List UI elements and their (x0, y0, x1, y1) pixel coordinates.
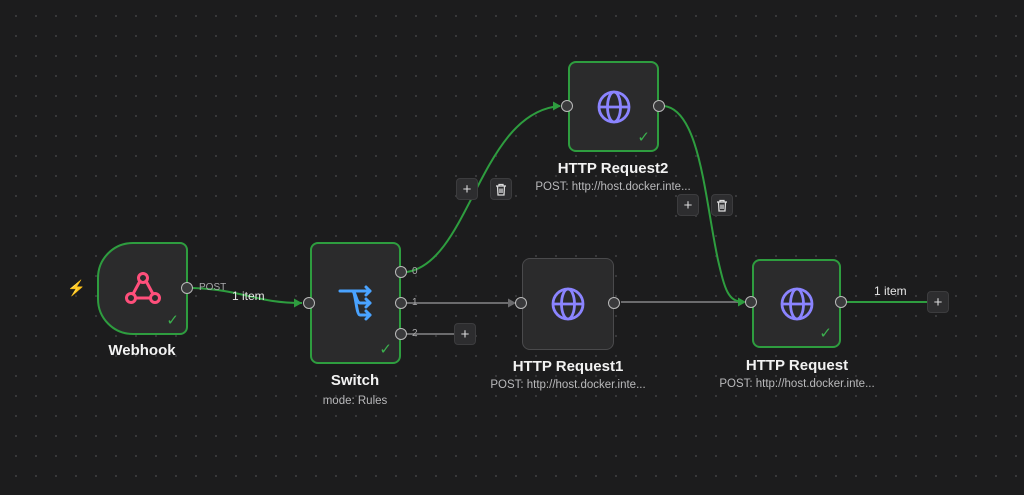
switch-output-handle-2[interactable] (395, 328, 407, 340)
webhook-output-handle[interactable] (181, 282, 193, 294)
success-check-icon: ✓ (819, 325, 832, 342)
add-node-button[interactable]: + (927, 291, 949, 313)
edge-delete-button[interactable] (490, 178, 512, 200)
trigger-bolt-icon: ⚡ (67, 280, 86, 297)
switch-port-label-2: 2 (412, 328, 418, 339)
webhook-port-label: POST (199, 282, 227, 293)
edge-delete-button[interactable] (711, 194, 733, 216)
switch-input-handle[interactable] (303, 297, 315, 309)
add-node-button[interactable]: + (454, 323, 476, 345)
edge-arrow (553, 101, 561, 111)
http-request1-subtitle: POST: http://host.docker.inte... (490, 379, 646, 391)
trash-icon (717, 199, 727, 212)
http-request1-node[interactable] (522, 258, 614, 350)
http-request-title: HTTP Request (745, 357, 849, 374)
edge-item-count: 1 item (874, 284, 907, 298)
success-check-icon: ✓ (166, 312, 179, 329)
http-request-output-handle[interactable] (835, 296, 847, 308)
success-check-icon: ✓ (637, 129, 650, 146)
switch-output-handle-0[interactable] (395, 266, 407, 278)
edge-add-button[interactable]: + (677, 194, 699, 216)
edge-http2-http[interactable] (663, 105, 745, 303)
trash-icon (496, 183, 506, 196)
edge-arrow (508, 298, 516, 308)
switch-node[interactable]: ✓ (310, 242, 401, 364)
http-request2-subtitle: POST: http://host.docker.inte... (535, 181, 691, 193)
edge-add-button[interactable]: + (456, 178, 478, 200)
http-request-node[interactable]: ✓ (752, 259, 841, 348)
http-request2-output-handle[interactable] (653, 100, 665, 112)
globe-icon (597, 90, 630, 123)
success-check-icon: ✓ (379, 341, 392, 358)
edge-arrow (294, 298, 302, 308)
http-request-subtitle: POST: http://host.docker.inte... (719, 378, 875, 390)
switch-output-handle-1[interactable] (395, 297, 407, 309)
http-request1-output-handle[interactable] (608, 297, 620, 309)
http-request2-input-handle[interactable] (561, 100, 573, 112)
edge-arrow (738, 297, 746, 307)
http-request2-title: HTTP Request2 (557, 160, 669, 177)
switch-subtitle: mode: Rules (322, 395, 388, 407)
webhook-node[interactable]: ✓ (97, 242, 188, 335)
http-request2-node[interactable]: ✓ (568, 61, 659, 152)
globe-icon (551, 287, 585, 321)
switch-port-label-1: 1 (412, 297, 418, 308)
http-request1-input-handle[interactable] (515, 297, 527, 309)
webhook-title: Webhook (108, 342, 176, 359)
switch-title: Switch (330, 372, 380, 389)
http-request-input-handle[interactable] (745, 296, 757, 308)
switch-route-icon (338, 285, 371, 321)
edge-item-count: 1 item (232, 289, 265, 303)
http-request1-title: HTTP Request1 (512, 358, 624, 375)
webhook-icon (124, 271, 161, 304)
globe-icon (780, 287, 813, 320)
edge-webhook-switch[interactable] (192, 287, 303, 304)
switch-port-label-0: 0 (412, 266, 418, 277)
